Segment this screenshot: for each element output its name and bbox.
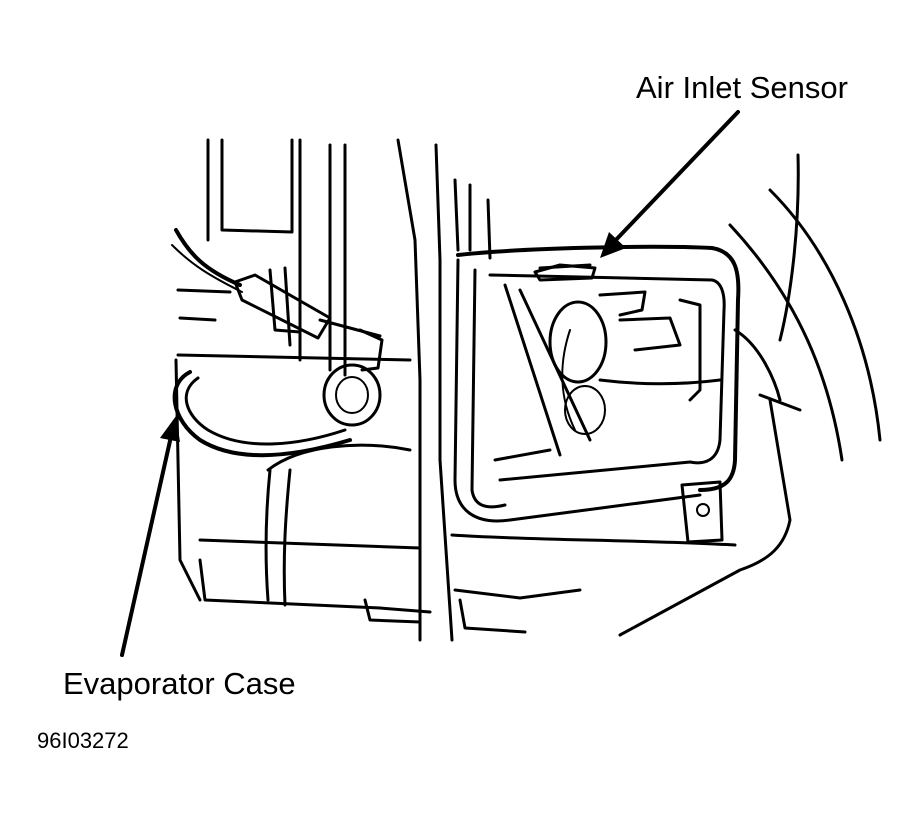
wiring-harness [171, 228, 412, 607]
air-inlet-housing [450, 244, 802, 637]
evaporator-case-leader [120, 416, 180, 657]
right-panel [728, 153, 882, 462]
figure-id-label: 96I03272 [37, 728, 129, 753]
air-inlet-sensor-label: Air Inlet Sensor [636, 70, 848, 105]
air-inlet-sensor-leader [600, 110, 740, 258]
center-pillar [396, 138, 492, 642]
evaporator-case-body [174, 138, 432, 624]
evaporator-case-label: Evaporator Case [63, 666, 296, 701]
